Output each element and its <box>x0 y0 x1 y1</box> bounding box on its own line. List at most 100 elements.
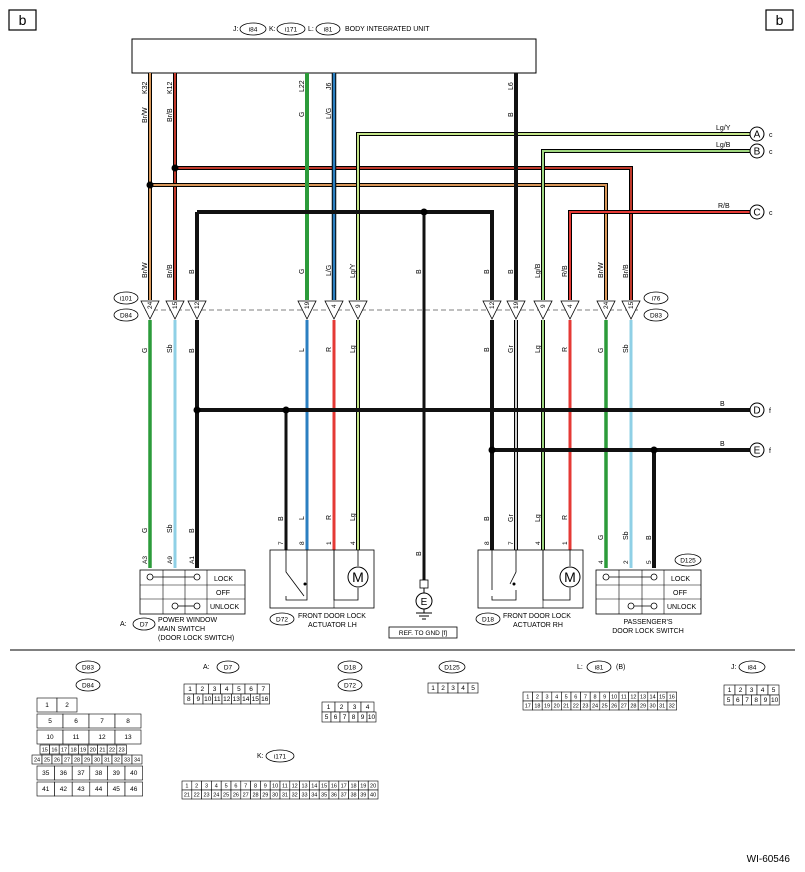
pin-number: 12 <box>630 695 636 701</box>
main-switch-prefix: A: <box>120 621 127 628</box>
terminal-c-suffix: c <box>769 210 773 217</box>
motor-icon: M <box>564 569 576 585</box>
pin-number: 29 <box>84 758 90 764</box>
wire-color-label: G <box>142 528 149 533</box>
pin-number: 24 <box>592 704 598 710</box>
pin-number: 39 <box>113 770 121 777</box>
pin-number: 21 <box>184 793 190 799</box>
pin-number: A3 <box>142 556 149 564</box>
power-window-main-switch <box>139 569 246 615</box>
pin-number: 13 <box>233 696 241 703</box>
wire-color-label: B <box>189 269 196 274</box>
pin-number: 1 <box>188 686 192 693</box>
pin-number: 15 <box>321 784 327 790</box>
ground-label: E <box>421 597 428 608</box>
connector-d72: D72 <box>276 617 288 624</box>
wire-color-label: B <box>484 269 491 274</box>
pin-number: 9 <box>603 695 606 701</box>
pin-number: 43 <box>77 786 85 793</box>
legend-d83: D83 <box>82 665 94 672</box>
pin-number: 2 <box>340 704 344 711</box>
pin-number: 8 <box>754 697 758 704</box>
legend-i171: i171 <box>274 754 287 761</box>
pin-number: 10 <box>368 714 376 721</box>
pin-number: 2 <box>623 560 630 564</box>
pin-number: 28 <box>74 758 80 764</box>
pin-number: 14 <box>242 696 250 703</box>
pin-number: 27 <box>243 793 249 799</box>
pin-number: 3 <box>545 695 548 701</box>
wire-color-label: B <box>484 347 491 352</box>
pin-number: 41 <box>42 786 50 793</box>
wire-color-label: Br/W <box>142 262 149 278</box>
pin-number: 8 <box>126 718 130 725</box>
pin-number: 9 <box>764 697 768 704</box>
pin-number: 21 <box>563 704 569 710</box>
pin-number: 40 <box>130 770 138 777</box>
wire-color-label: B <box>278 516 285 521</box>
pin-number: 38 <box>350 793 356 799</box>
pin-number: 28 <box>630 704 636 710</box>
pin-number: 13 <box>124 734 132 741</box>
pin-number: 15 <box>628 301 635 309</box>
pin-number: 6 <box>574 695 577 701</box>
pin-number: 5 <box>48 718 52 725</box>
switch-off: OFF <box>673 590 687 597</box>
wire-color-label: Gr <box>508 514 515 522</box>
terminal-a: A <box>754 130 761 141</box>
terminal-b: B <box>754 147 761 158</box>
pin-number: 19 <box>304 301 311 309</box>
legend-i81: i81 <box>595 665 604 672</box>
pin-number: 33 <box>124 758 130 764</box>
pin-number: 25 <box>44 758 50 764</box>
pin-number: 36 <box>331 793 337 799</box>
wire-color-label: Lg/Y <box>716 125 731 132</box>
passenger-switch-label: DOOR LOCK SWITCH <box>612 628 684 635</box>
legend-j-prefix: J: <box>731 664 737 671</box>
passenger-switch-label: PASSENGER'S <box>623 619 672 626</box>
pin-number: 4 <box>350 541 357 545</box>
actuator-rh-label: ACTUATOR RH <box>513 622 563 629</box>
pin-number: 25 <box>223 793 229 799</box>
pin-number: 12 <box>194 301 201 309</box>
pin-number: 1 <box>526 695 529 701</box>
connector-i76: i76 <box>652 296 661 303</box>
pin-number: 7 <box>244 784 247 790</box>
wire-color-label: G <box>598 535 605 540</box>
wire-color-label: L <box>299 348 306 352</box>
pin-number: 7 <box>261 686 265 693</box>
connector-i101: i101 <box>120 296 133 303</box>
legend-l-prefix: L: <box>577 664 583 671</box>
terminal-d-suffix: f <box>769 408 771 415</box>
pin-number: 4 <box>215 784 218 790</box>
wire-color-label: R <box>562 515 569 520</box>
wire-color-label: Br/B <box>167 108 174 122</box>
pin-number: 3 <box>353 704 357 711</box>
switch-lock: LOCK <box>214 576 233 583</box>
pin-number: 10 <box>611 695 617 701</box>
pin-number: 6 <box>74 718 78 725</box>
pin-number: 27 <box>64 758 70 764</box>
pin-number: 8 <box>299 541 306 545</box>
pin-number: 14 <box>311 784 317 790</box>
wire-color-label: B <box>720 401 725 408</box>
pin-number: 20 <box>370 784 376 790</box>
ref-to-gnd: REF. TO GND [f] <box>399 630 447 637</box>
wire-color-label: B <box>646 535 653 540</box>
legend-d125: D125 <box>444 665 460 672</box>
biu-title: BODY INTEGRATED UNIT <box>345 26 430 33</box>
connector-d18: D18 <box>482 617 494 624</box>
pin-number: 13 <box>301 784 307 790</box>
motor-icon: M <box>352 569 364 585</box>
pin-number: 5 <box>237 686 241 693</box>
pin-number: 8 <box>187 696 191 703</box>
pin-number: 5 <box>471 685 475 692</box>
legend-i84: i84 <box>748 665 757 672</box>
wire-color-label: Lg <box>535 514 542 522</box>
